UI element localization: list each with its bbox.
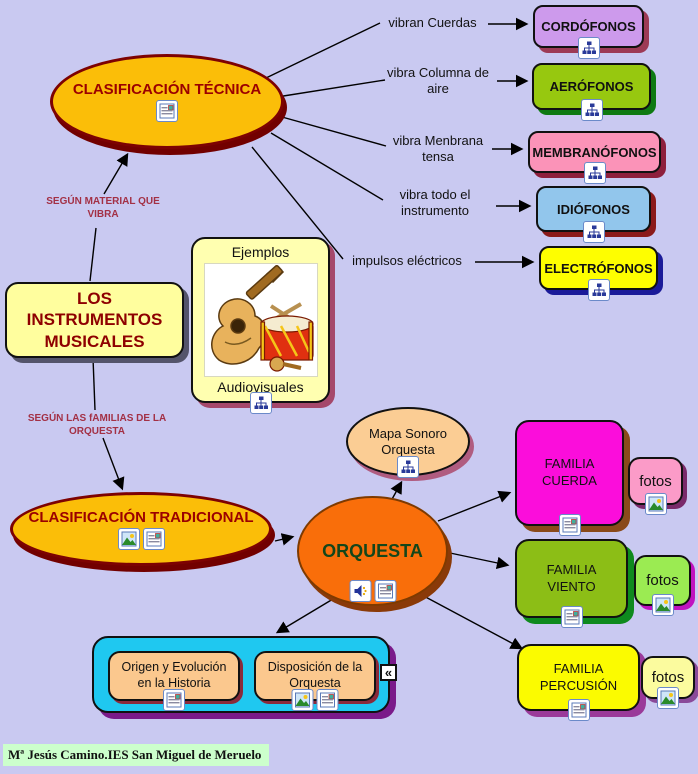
node-familia-viento-label: FAMILIA VIENTO [546, 561, 597, 594]
document-resource-icon[interactable] [156, 100, 178, 122]
link-label-segun-material: SEGÚN MATERIAL QUE VIBRA [46, 196, 160, 220]
document-resource-icon[interactable] [558, 514, 581, 536]
node-origen-label: Origen y Evolución en la Historia [121, 660, 227, 690]
link-label-electrofonos: impulsos eléctricos [352, 253, 462, 268]
image-resource-icon[interactable] [117, 527, 140, 550]
document-resource-icon[interactable] [163, 689, 185, 711]
node-disposicion-label: Disposición de la Orquesta [267, 660, 363, 690]
node-mapa-sonoro-orquesta[interactable]: Mapa Sonoro Orquesta [346, 407, 470, 478]
node-familia-percusion[interactable]: FAMILIA PERCUSIÓN [517, 644, 640, 721]
document-resource-icon[interactable] [567, 699, 590, 721]
node-idiofonos[interactable]: IDIÓFONOS [536, 186, 651, 243]
link-label-cordofonos: vibran Cuerdas [388, 15, 477, 30]
link-label-membranofonos: vibra Menbrana tensa [392, 133, 484, 164]
link-label-aerofonos: vibra Columna de aire [387, 65, 489, 96]
guitar-and-drum-image [203, 262, 318, 377]
group-orquesta-recursos[interactable]: Origen y Evolución en la Historia Dispos… [92, 636, 397, 713]
concept-map-icon[interactable] [580, 99, 603, 121]
concept-map-icon[interactable] [397, 456, 419, 478]
node-familia-cuerda-label: FAMILIA CUERDA [542, 456, 597, 488]
fotos-viento-label: fotos [646, 572, 679, 589]
node-mapa-sonoro-label: Mapa Sonoro Orquesta [368, 425, 448, 457]
node-electrofonos-label: ELECTRÓFONOS [544, 260, 653, 276]
concept-map-icon[interactable] [587, 279, 610, 301]
collapse-left-icon[interactable]: « [380, 664, 397, 681]
ejemplos-top-label: Ejemplos [231, 244, 290, 260]
node-fotos-cuerda[interactable]: fotos [628, 457, 683, 515]
root-node-label: LOS INSTRUMENTOS MUSICALES [26, 289, 163, 351]
node-origen-y-evolucion[interactable]: Origen y Evolución en la Historia [108, 651, 240, 711]
image-resource-icon[interactable] [657, 687, 679, 709]
node-familia-percusion-label: FAMILIA PERCUSIÓN [539, 660, 618, 693]
node-clasificacion-tecnica[interactable]: CLASIFICACIÓN TÉCNICA [50, 54, 284, 149]
node-clasificacion-tradicional[interactable]: CLASIFICACIÓN TRADICIONAL [10, 492, 272, 566]
node-membranofonos[interactable]: MEMBRANÓFONOS [528, 131, 661, 184]
node-orquesta-label: ORQUESTA [322, 540, 423, 561]
concept-map-icon[interactable] [582, 221, 605, 243]
node-familia-viento[interactable]: FAMILIA VIENTO [515, 539, 628, 628]
document-resource-icon[interactable] [142, 527, 165, 550]
node-cordofonos[interactable]: CORDÓFONOS [533, 5, 644, 59]
node-los-instrumentos-musicales[interactable]: LOS INSTRUMENTOS MUSICALES [5, 282, 184, 358]
audio-resource-icon[interactable] [349, 580, 371, 602]
document-resource-icon[interactable] [374, 580, 396, 602]
ejemplos-bottom-label: Audiovisuales [217, 379, 304, 395]
document-resource-icon[interactable] [560, 606, 583, 628]
fotos-percusion-label: fotos [651, 669, 685, 686]
node-orquesta[interactable]: ORQUESTA [297, 496, 448, 606]
concept-map-icon[interactable] [249, 392, 272, 414]
node-aerofonos[interactable]: AERÓFONOS [532, 63, 651, 121]
node-clasificacion-tradicional-label: CLASIFICACIÓN TRADICIONAL [28, 508, 254, 526]
document-resource-icon[interactable] [316, 689, 339, 711]
node-electrofonos[interactable]: ELECTRÓFONOS [539, 246, 658, 301]
image-resource-icon[interactable] [644, 493, 667, 515]
image-resource-icon[interactable] [651, 594, 674, 616]
concept-map-icon[interactable] [583, 162, 606, 184]
link-label-idiofonos: vibra todo el instrumento [399, 187, 471, 218]
node-clasificacion-tecnica-label: CLASIFICACIÓN TÉCNICA [72, 81, 262, 98]
node-membranofonos-label: MEMBRANÓFONOS [532, 144, 657, 160]
node-familia-cuerda[interactable]: FAMILIA CUERDA [515, 420, 624, 536]
node-cordofonos-label: CORDÓFONOS [541, 19, 636, 34]
node-ejemplos-audiovisuales[interactable]: Ejemplos [191, 237, 330, 414]
node-disposicion-orquesta[interactable]: Disposición de la Orquesta [254, 651, 376, 711]
concept-map-icon[interactable] [577, 37, 600, 59]
node-fotos-viento[interactable]: fotos [634, 555, 691, 616]
node-fotos-percusion[interactable]: fotos [641, 656, 695, 709]
fotos-cuerda-label: fotos [639, 472, 672, 490]
link-label-segun-familias: SEGÚN LAS fAMILIAS DE LA ORQUESTA [27, 413, 167, 437]
node-idiofonos-label: IDIÓFONOS [557, 201, 630, 217]
node-aerofonos-label: AERÓFONOS [549, 79, 634, 94]
footer-credit: Mª Jesús Camino.IES San Miguel de Meruel… [3, 744, 270, 766]
image-resource-icon[interactable] [291, 689, 314, 711]
